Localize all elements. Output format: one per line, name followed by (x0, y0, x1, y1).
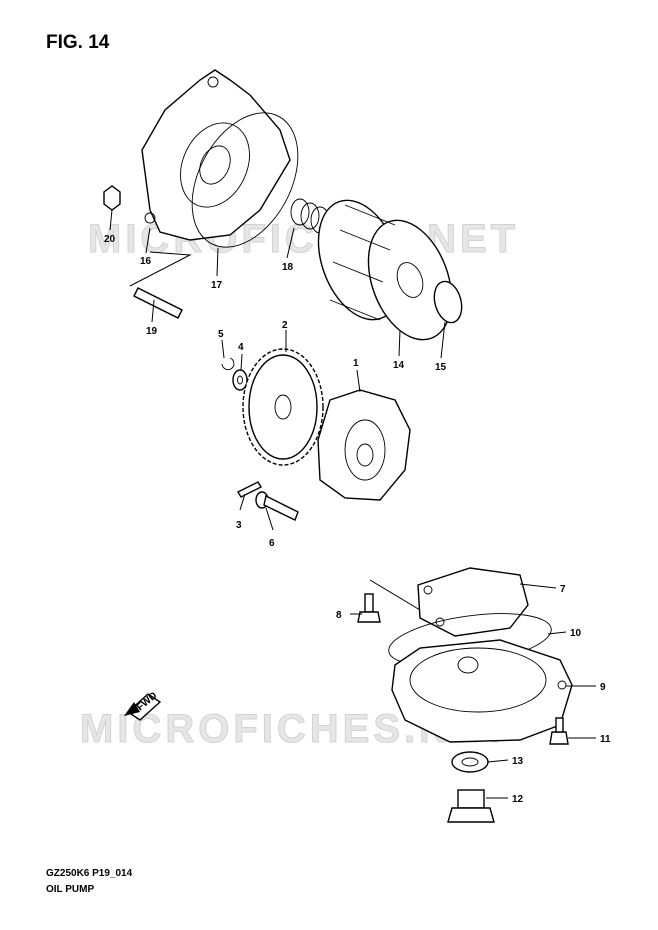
part-2-gear (242, 348, 324, 466)
callout-15: 15 (435, 362, 447, 373)
callout-1: 1 (353, 358, 359, 369)
part-19-stud (133, 287, 183, 319)
callout-20: 20 (104, 234, 116, 245)
part-15-ring (433, 280, 463, 324)
callout-10: 10 (570, 628, 582, 639)
diagram-caption: OIL PUMP (46, 884, 95, 895)
part-6-bolt (255, 491, 299, 521)
part-1-pump-body (317, 389, 411, 501)
callout-18: 18 (282, 262, 294, 273)
part-17-o-ring (191, 112, 299, 248)
part-13-washer (451, 751, 489, 773)
callout-17: 17 (211, 280, 223, 291)
callout-11: 11 (600, 734, 611, 745)
callout-3: 3 (236, 520, 242, 531)
leader-lines (109, 209, 596, 799)
part-8-bolt (357, 593, 381, 623)
part-16-cover (141, 69, 291, 241)
callout-2: 2 (282, 320, 288, 331)
callout-13: 13 (512, 756, 524, 767)
callout-8: 8 (336, 610, 342, 621)
callout-6: 6 (269, 538, 275, 549)
callout-4: 4 (238, 342, 244, 353)
part-12-plug (447, 789, 495, 823)
part-20-nut (103, 185, 121, 211)
part-4-washer (232, 369, 248, 391)
figure-title: FIG. 14 (46, 32, 110, 53)
part-14-filter (317, 199, 453, 341)
part-11-bolt (549, 717, 569, 745)
part-5-circlip (221, 357, 235, 371)
callout-5: 5 (218, 329, 224, 340)
callout-9: 9 (600, 682, 606, 693)
callout-12: 12 (512, 794, 524, 805)
part-7-gasket (417, 567, 529, 637)
part-3-pin (237, 481, 262, 498)
callout-7: 7 (560, 584, 566, 595)
callout-14: 14 (393, 360, 405, 371)
callout-19: 19 (146, 326, 158, 337)
callout-16: 16 (140, 256, 152, 267)
model-code: GZ250K6 P19_014 (46, 868, 133, 879)
watermark-top: MICROFICHES.NET (88, 217, 519, 261)
part-9-pan (391, 639, 573, 743)
